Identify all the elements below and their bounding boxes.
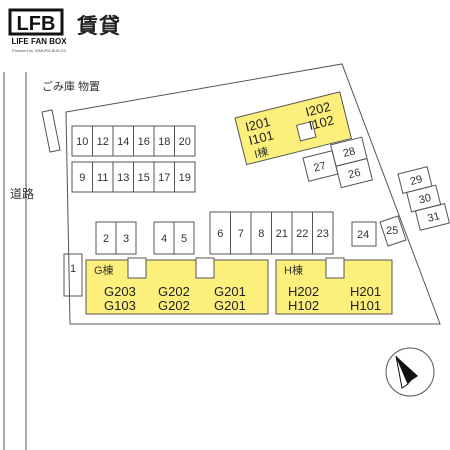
parking-4: 4 bbox=[161, 233, 167, 245]
parking-7: 7 bbox=[238, 228, 244, 240]
building-g-name: G棟 bbox=[94, 263, 114, 277]
parking-5: 5 bbox=[181, 233, 187, 245]
parking-2: 2 bbox=[103, 233, 109, 245]
parking-space-5 bbox=[173, 221, 195, 255]
north-arrow-icon bbox=[385, 347, 435, 397]
parking-8: 8 bbox=[258, 228, 264, 240]
unit-g203: G203 bbox=[104, 284, 136, 299]
parking-27: 27 bbox=[312, 160, 327, 175]
parking-24: 24 bbox=[357, 229, 369, 241]
unit-i101: I101 bbox=[247, 127, 275, 148]
parking-9: 9 bbox=[79, 172, 85, 184]
unit-h201: H201 bbox=[350, 284, 381, 299]
parking-19: 19 bbox=[179, 172, 191, 184]
parking-15: 15 bbox=[138, 172, 150, 184]
building-h: H棟 H202 H201 H102 H101 bbox=[275, 257, 393, 315]
parking-12: 12 bbox=[97, 136, 109, 148]
unit-h101: H101 bbox=[350, 298, 381, 313]
parking-25: 25 bbox=[386, 225, 398, 237]
logo-sub-text: LIFE FAN BOX bbox=[11, 37, 67, 46]
unit-g201-upper: G201 bbox=[214, 284, 246, 299]
unit-g103: G103 bbox=[104, 298, 136, 313]
unit-h102: H102 bbox=[288, 298, 319, 313]
parking-30: 30 bbox=[418, 192, 433, 207]
parking-13: 13 bbox=[117, 172, 129, 184]
parking-space-25 bbox=[379, 215, 407, 247]
parking-space-24 bbox=[351, 221, 377, 247]
parking-space-23 bbox=[312, 211, 334, 255]
parking-29-31: 29 30 31 bbox=[397, 166, 450, 231]
parking-23: 23 bbox=[317, 228, 329, 240]
parking-1: 1 bbox=[70, 263, 76, 275]
parking-space-20 bbox=[174, 125, 196, 157]
building-i: I201 I202 I101 I102 I棟 bbox=[234, 91, 353, 166]
lfb-logo: LFB LIFE FAN BOX Powered by TAMURA BUILD… bbox=[8, 8, 67, 53]
garbage-shed bbox=[41, 109, 61, 153]
parking-space-1 bbox=[63, 253, 83, 297]
unit-g202-lower: G202 bbox=[158, 298, 190, 313]
unit-i201: I201 bbox=[244, 114, 272, 135]
building-i-name: I棟 bbox=[253, 144, 270, 161]
building-h-name: H棟 bbox=[284, 263, 303, 277]
unit-i202: I202 bbox=[304, 99, 332, 120]
parking-6: 6 bbox=[217, 228, 223, 240]
parking-space-3 bbox=[115, 221, 137, 255]
parking-31: 31 bbox=[426, 210, 441, 225]
garbage-storage-label: ごみ庫 物置 bbox=[42, 79, 100, 93]
parking-16: 16 bbox=[138, 136, 150, 148]
logo-tag-text: Powered by TAMURA BUILDS bbox=[12, 48, 66, 53]
parking-10: 10 bbox=[76, 136, 88, 148]
logo-main-text: LFB bbox=[17, 13, 56, 35]
building-g: G棟 G203 G202 G201 G103 G202 G201 bbox=[85, 257, 269, 315]
parking-14: 14 bbox=[117, 136, 129, 148]
parking-space-19 bbox=[174, 161, 196, 193]
unit-h202: H202 bbox=[288, 284, 319, 299]
road-label: 道路 bbox=[10, 186, 34, 201]
unit-g202-upper: G202 bbox=[158, 284, 190, 299]
parking-22: 22 bbox=[296, 228, 308, 240]
parking-18: 18 bbox=[158, 136, 170, 148]
site-boundary bbox=[65, 63, 441, 325]
parking-28: 28 bbox=[342, 145, 357, 160]
parking-17: 17 bbox=[158, 172, 170, 184]
parking-11: 11 bbox=[97, 172, 108, 184]
parking-27-28-26: 27 28 26 bbox=[302, 136, 373, 189]
parking-3: 3 bbox=[123, 233, 129, 245]
parking-21: 21 bbox=[276, 228, 288, 240]
parking-29: 29 bbox=[409, 173, 424, 188]
unit-g201-lower: G201 bbox=[214, 298, 246, 313]
unit-i102: I102 bbox=[307, 112, 335, 133]
page-title: 賃貸 bbox=[77, 14, 121, 38]
parking-20: 20 bbox=[179, 136, 191, 148]
parking-26: 26 bbox=[347, 167, 362, 182]
